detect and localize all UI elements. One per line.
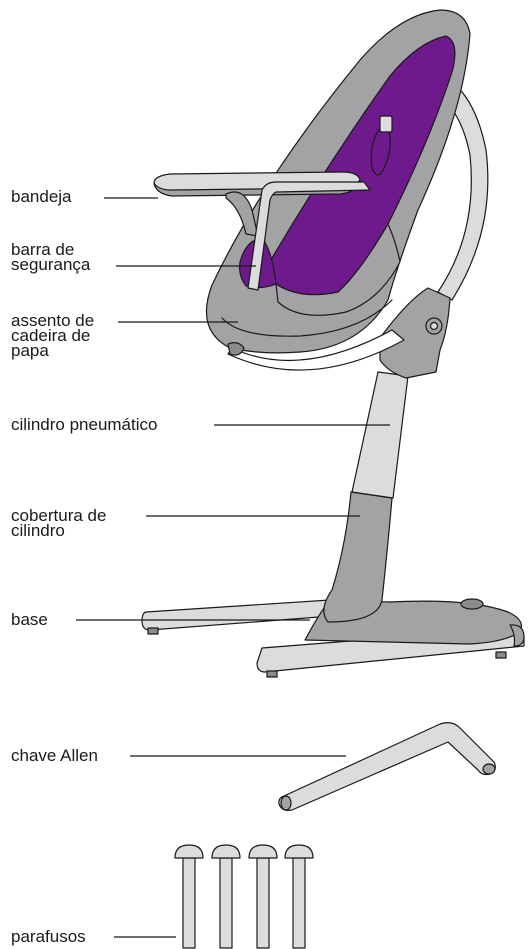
seat-under-curve: [227, 329, 405, 371]
base-left-leg: [141, 599, 333, 631]
base-assembly: [141, 598, 525, 678]
seat-pivot-cap: [227, 342, 245, 356]
tray-assembly: [153, 171, 361, 237]
leader-lines: [76, 197, 390, 938]
allen-key: [278, 722, 496, 811]
seat-rim-edge: [221, 299, 393, 337]
cylinder-cover-shape: [323, 491, 393, 623]
base-left-foot: [147, 627, 159, 635]
gas-cylinder-shape: [351, 371, 409, 499]
base-end-cap: [509, 624, 525, 647]
label-tray: bandeja: [11, 187, 72, 206]
label-base: base: [11, 610, 48, 629]
tray-arm: [225, 191, 259, 237]
label-screws: parafusos: [11, 927, 86, 946]
label-safety-bar: barra de segurança: [11, 240, 91, 274]
screw-4: [284, 844, 314, 949]
height-adjuster-joint: [379, 287, 451, 379]
allen-key-end: [280, 795, 292, 811]
allen-key-tip: [482, 763, 496, 775]
support-arc: [399, 68, 489, 301]
label-seat: assento de cadeira de papa: [11, 311, 95, 360]
screw-2: [211, 844, 241, 949]
base-pedal: [460, 598, 484, 610]
screws: [174, 844, 314, 949]
label-gas-cylinder: cilindro pneumático: [11, 415, 158, 434]
safety-bar: [247, 181, 371, 291]
tray-rim: [153, 179, 361, 197]
adjuster-knob-center: [429, 321, 439, 331]
base-right-foot: [495, 651, 507, 659]
screw-3: [248, 844, 278, 949]
label-cylinder-cover: cobertura de cilindro: [11, 506, 107, 540]
screw-1: [174, 844, 204, 949]
label-allen-key: chave Allen: [11, 746, 98, 765]
base-front-foot: [266, 670, 278, 678]
harness-buckle: [379, 115, 393, 133]
harness-strap: [370, 123, 391, 176]
seat-side-panel: [275, 223, 401, 316]
